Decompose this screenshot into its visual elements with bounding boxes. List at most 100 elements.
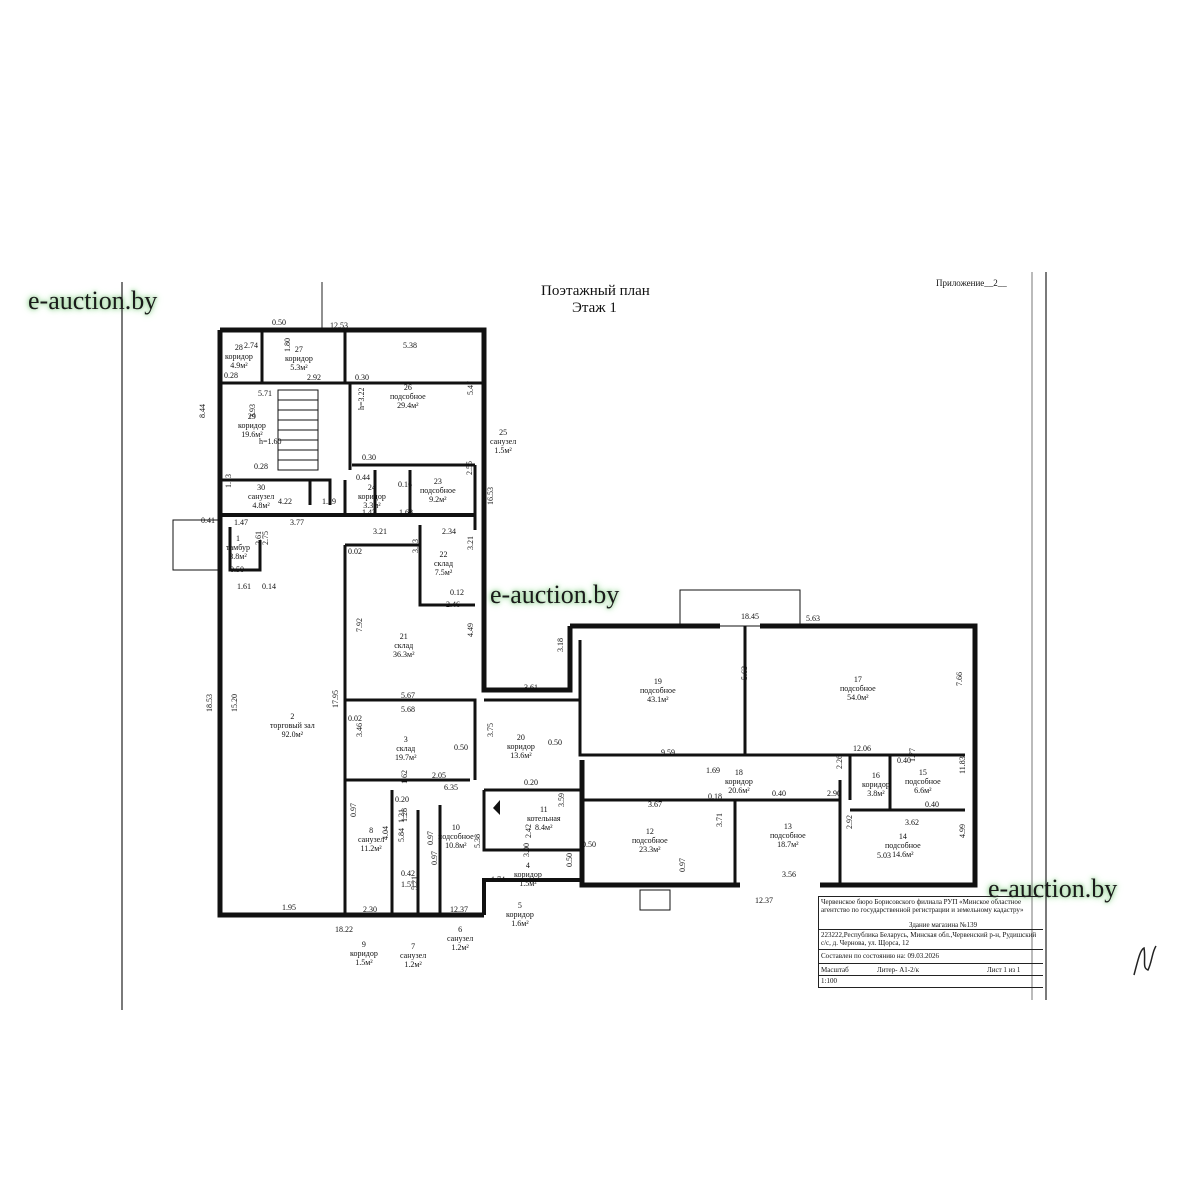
- dimension-label: 0.02: [348, 547, 362, 556]
- dimension-label: 0.97: [678, 858, 687, 872]
- dimension-label: 4.99: [958, 824, 967, 838]
- dimension-label: 0.18: [708, 792, 722, 801]
- dimension-label: 12.37: [755, 896, 773, 905]
- dimension-label: 9.59: [661, 748, 675, 757]
- dimension-label: 7.66: [955, 672, 964, 686]
- dimension-label: 5.38: [403, 341, 417, 350]
- dimension-label: 11.83: [958, 756, 967, 774]
- dimension-label: 0.50: [582, 840, 596, 849]
- stamp-address: 223222,Республика Беларусь, Минская обл.…: [821, 931, 1037, 947]
- dimension-label: 0.20: [524, 778, 538, 787]
- dimension-label: 0.30: [362, 453, 376, 462]
- stamp-date: Составлен по состоянию на: 09.03.2026: [821, 952, 939, 960]
- dimension-label: 1.13: [224, 474, 233, 488]
- dimension-label: 1.80: [283, 338, 292, 352]
- stamp-scale-label: Масштаб: [821, 966, 849, 974]
- dimension-label: 8.44: [198, 404, 207, 418]
- dimension-label: 5.38: [473, 834, 482, 848]
- dimension-label: 15.20: [230, 694, 239, 712]
- dimension-label: 5.63: [806, 614, 820, 623]
- dimension-label: 0.20: [395, 795, 409, 804]
- dimension-label: 18.22: [335, 925, 353, 934]
- dimension-label: 2.90: [827, 789, 841, 798]
- dimension-label: 1.68: [399, 508, 413, 517]
- stamp-building: Здание магазина №139: [909, 921, 978, 929]
- dimension-label: 0.16: [398, 480, 412, 489]
- dimension-label: 5.47: [466, 381, 475, 395]
- dimension-label: 7.92: [355, 618, 364, 632]
- dimension-label: 1.43: [362, 508, 376, 517]
- dimension-label: 0.44: [356, 473, 370, 482]
- dimension-label: 0.97: [430, 851, 439, 865]
- dimension-label: 1.69: [706, 766, 720, 775]
- dimension-label: 5.21: [410, 876, 419, 890]
- dimension-label: 5.68: [401, 705, 415, 714]
- dimension-label: 3.18: [556, 638, 565, 652]
- watermark-3: e-auction.by: [988, 874, 1118, 903]
- dimension-label: 1.29: [322, 497, 336, 506]
- dimension-label: 6.35: [444, 783, 458, 792]
- dimension-label: 0.50: [272, 318, 286, 327]
- dimension-label: 18.45: [741, 612, 759, 621]
- wall-outer-north-west: [220, 327, 573, 693]
- dimension-label: 1.62: [400, 770, 409, 784]
- dimension-label: h=1.60: [259, 437, 282, 446]
- dimension-label: 0.42: [401, 869, 415, 878]
- dimension-label: 12.37: [450, 905, 468, 914]
- dimension-label: 1.61: [237, 582, 251, 591]
- dimension-label: h=3.22: [357, 387, 366, 410]
- appendix-label: Приложение__2__: [936, 278, 1007, 288]
- dimension-label: 0.97: [426, 831, 435, 845]
- dimension-label: 18.53: [205, 694, 214, 712]
- dimension-label: 1.47: [234, 518, 248, 527]
- dimension-label: 12.53: [330, 321, 348, 330]
- dimension-label: 17.95: [331, 690, 340, 708]
- dimension-label: 0.40: [897, 756, 911, 765]
- dimension-label: 0.50: [548, 738, 562, 747]
- stamp-org: Червенское бюро Борисовского филиала РУП…: [821, 898, 1024, 914]
- dimension-label: 2.42: [524, 824, 533, 838]
- dimension-label: 4.04: [381, 826, 390, 840]
- dimension-label: 3.00: [522, 843, 531, 857]
- dimension-label: 0.97: [349, 803, 358, 817]
- dimension-label: 0.40: [772, 789, 786, 798]
- dimension-label: 0.40: [925, 800, 939, 809]
- dimension-label: 0.02: [348, 714, 362, 723]
- stamp-liter: Литер- А1-2/к: [877, 966, 919, 974]
- dimension-label: 3.61: [524, 683, 538, 692]
- dimension-label: 3.75: [486, 723, 495, 737]
- dimension-label: 1.21: [397, 809, 406, 823]
- dimension-label: 3.71: [715, 813, 724, 827]
- dimension-label: 2.92: [307, 373, 321, 382]
- dimension-label: 16.53: [486, 487, 495, 505]
- dimension-label: 2.05: [432, 771, 446, 780]
- dimension-label: 1.74: [491, 875, 505, 884]
- dimension-label: 1.51: [401, 880, 415, 889]
- dimension-label: 12.06: [853, 744, 871, 753]
- signature-mark: [1133, 945, 1157, 976]
- watermark-2: e-auction.by: [490, 580, 620, 609]
- dimension-label: 1.77: [908, 748, 917, 762]
- dimension-label: 5.84: [397, 828, 406, 842]
- dimension-label: 0.50: [565, 853, 574, 867]
